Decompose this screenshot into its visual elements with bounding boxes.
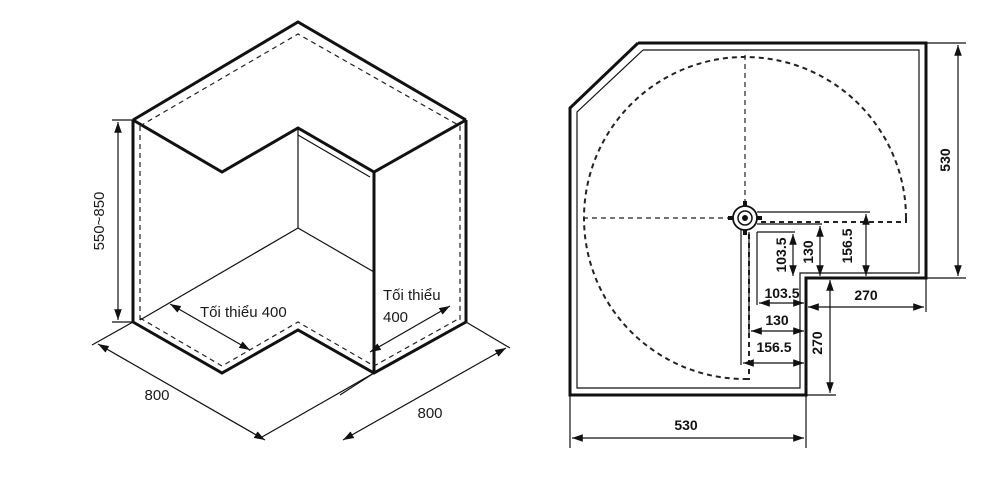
label-130-horizontal: 130 (765, 312, 789, 328)
height-label: 550~850 (91, 192, 108, 251)
rotation-arc-arm-h (760, 218, 907, 223)
label-bottom-530: 530 (674, 417, 698, 433)
min-left-dimension-line (169, 303, 251, 351)
width-right-ext-b (339, 372, 375, 396)
width-right-ext-a (465, 321, 511, 349)
width-left-dimension-line (97, 343, 266, 441)
width-right-label: 800 (417, 405, 442, 422)
inner-floor-right (297, 227, 375, 273)
pivot-icon (728, 201, 762, 235)
label-156-5-horizontal: 156.5 (756, 339, 791, 355)
width-left-ext-a (91, 321, 134, 346)
cabinet-top-outline (132, 20, 467, 122)
inner-wall-line (297, 134, 371, 178)
cabinet-base-outline (132, 320, 467, 375)
width-right-dimension-line (342, 347, 507, 441)
label-156-5-vertical: 156.5 (839, 228, 855, 263)
min-left-label: Tối thiểu 400 (200, 304, 287, 321)
width-left-label: 800 (144, 387, 169, 404)
isometric-cabinet: 550~850 Tối thiểu 400 Tối thiểu 400 800 … (91, 20, 511, 441)
plan-view: 103.5 130 156.5 103.5 130 156.5 270 270 … (568, 41, 966, 448)
label-notch-vertical: 270 (809, 331, 825, 355)
label-notch-horizontal: 270 (854, 287, 878, 303)
label-103-5-horizontal: 103.5 (764, 285, 799, 301)
width-left-ext-b (261, 372, 375, 438)
min-right-label-line1: Tối thiểu (383, 287, 441, 304)
label-103-5-vertical: 103.5 (773, 237, 789, 272)
min-right-dimension-line (369, 305, 451, 353)
cabinet-top-opening (132, 118, 467, 174)
label-130-vertical: 130 (800, 240, 816, 264)
inner-floor-left (139, 227, 299, 321)
label-right-530: 530 (937, 148, 953, 172)
hidden-base-edge (139, 317, 461, 367)
plan-outer-outline (568, 41, 928, 397)
min-right-label-line2: 400 (383, 309, 408, 326)
rotation-arc (583, 56, 907, 380)
hidden-top-edges (139, 33, 461, 322)
